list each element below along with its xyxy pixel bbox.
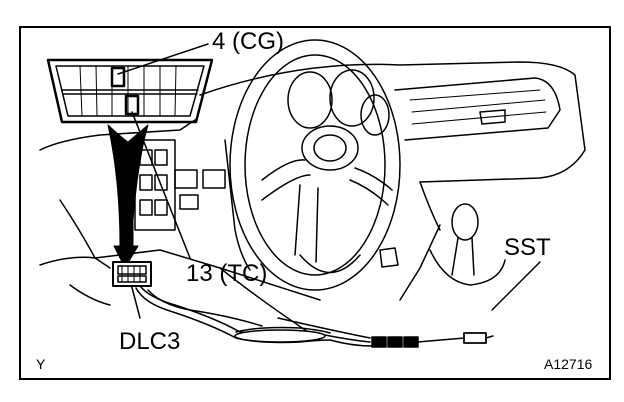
connector-pinout-icon <box>46 58 214 124</box>
sst-label: SST <box>504 234 551 261</box>
sst-jumper-wire <box>135 285 494 348</box>
dlc3-label: DLC3 <box>119 328 181 355</box>
figure-code: A12716 <box>544 356 593 372</box>
steering-wheel-icon <box>229 39 401 291</box>
pointer-arrow-icon <box>107 124 149 269</box>
corner-mark: Y <box>36 356 46 372</box>
pin-13-tc-label: 13 (TC) <box>186 260 268 287</box>
dlc3-connector <box>112 261 152 287</box>
gear-shift-icon <box>379 203 506 301</box>
instrument-cluster <box>287 69 390 136</box>
pin-4-cg-label: 4 (CG) <box>212 28 284 55</box>
center-switches <box>134 139 251 271</box>
